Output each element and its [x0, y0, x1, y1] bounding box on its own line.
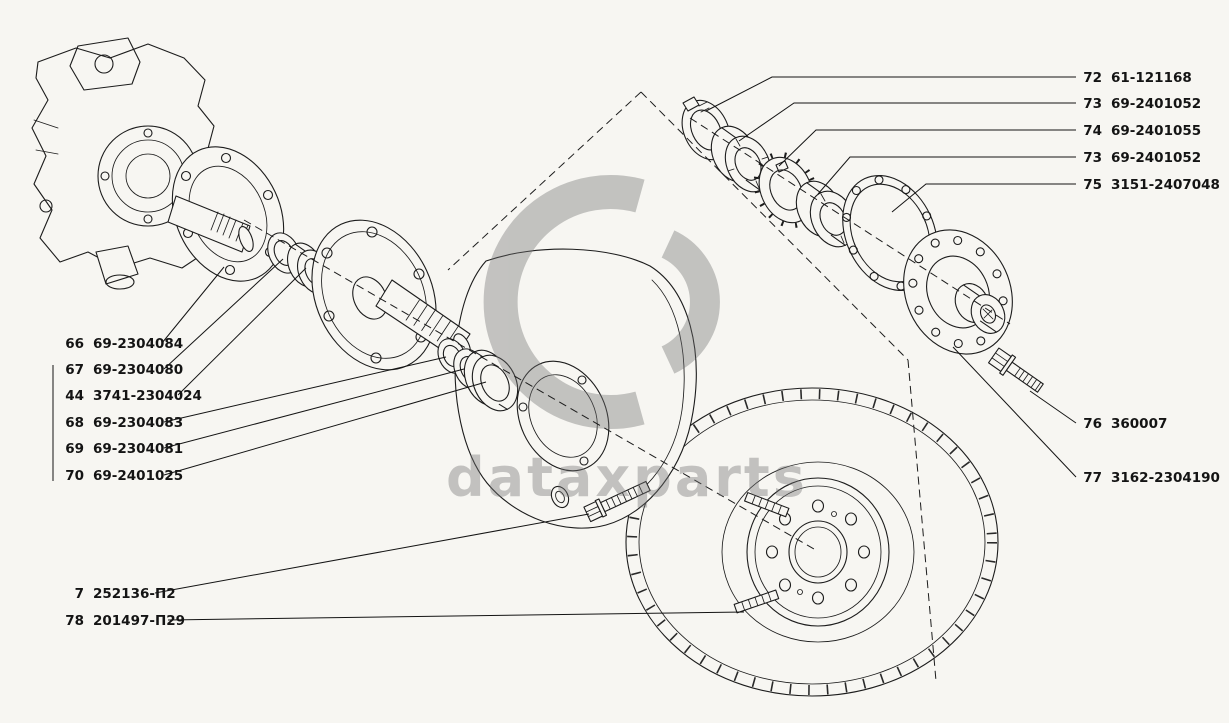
part-number: 44 — [65, 388, 84, 404]
wheel-stud-78-top — [744, 492, 790, 518]
part-code: 61-121168 — [1111, 70, 1192, 86]
part-number: 66 — [65, 336, 84, 352]
part-number: 74 — [1083, 123, 1102, 139]
part-number: 67 — [65, 362, 84, 378]
wheel-stud-78-bottom — [733, 589, 780, 614]
part-code: 3151-2407048 — [1111, 177, 1220, 193]
part-number: 73 — [1083, 96, 1102, 112]
splash-shield — [454, 248, 697, 529]
part-label-70: 70 69-2401025 — [58, 468, 183, 484]
watermark-logo — [483, 175, 720, 429]
part-label-72: 72 61-121168 — [1080, 70, 1192, 86]
leader-lines — [52, 76, 1077, 621]
watermark-text: dataxparts — [446, 446, 808, 509]
part-label-7: 7 252136-П2 — [58, 586, 176, 602]
construction-lines — [243, 91, 1011, 682]
part-number: 68 — [65, 415, 84, 431]
part-code: 360007 — [1111, 416, 1168, 432]
part-number: 75 — [1083, 177, 1102, 193]
part-code: 69-2401025 — [93, 468, 184, 484]
part-label-78: 78 201497-П29 — [58, 613, 185, 629]
part-number: 77 — [1083, 470, 1102, 486]
part-code: 69-2401055 — [1111, 123, 1202, 139]
part-number: 7 — [74, 586, 84, 602]
part-code: 3162-2304190 — [1111, 470, 1220, 486]
part-number: 76 — [1083, 416, 1102, 432]
part-label-75: 75 3151-2407048 — [1080, 177, 1220, 193]
part-code: 69-2401052 — [1111, 150, 1202, 166]
part-label-68: 68 69-2304083 — [58, 415, 183, 431]
part-number: 70 — [65, 468, 84, 484]
part-code: 69-2304084 — [93, 336, 184, 352]
part-number: 73 — [1083, 150, 1102, 166]
stud-bolt-7 — [550, 480, 651, 523]
part-label-69: 69 69-2304081 — [58, 441, 183, 457]
part-label-74: 74 69-2401055 — [1080, 123, 1201, 139]
drive-flange-77 — [903, 229, 1013, 355]
part-code: 69-2304083 — [93, 415, 184, 431]
part-label-66: 66 69-2304084 — [58, 336, 183, 352]
part-label-44: 44 3741-2304024 — [58, 388, 202, 404]
part-label-67: 67 69-2304080 — [58, 362, 183, 378]
part-label-73b: 73 69-2401052 — [1080, 150, 1201, 166]
part-number: 69 — [65, 441, 84, 457]
part-label-73: 73 69-2401052 — [1080, 96, 1201, 112]
steering-knuckle — [31, 37, 215, 290]
part-code: 201497-П29 — [93, 613, 186, 629]
part-code: 69-2304081 — [93, 441, 184, 457]
part-code: 252136-П2 — [93, 586, 176, 602]
part-code: 69-2304080 — [93, 362, 184, 378]
part-number: 78 — [65, 613, 84, 629]
part-code: 69-2401052 — [1111, 96, 1202, 112]
part-number: 72 — [1083, 70, 1102, 86]
part-code: 3741-2304024 — [93, 388, 202, 404]
axle-shaft — [167, 195, 254, 253]
bolt-76 — [988, 347, 1044, 393]
part-label-76: 76 360007 — [1080, 416, 1167, 432]
part-label-77: 77 3162-2304190 — [1080, 470, 1220, 486]
